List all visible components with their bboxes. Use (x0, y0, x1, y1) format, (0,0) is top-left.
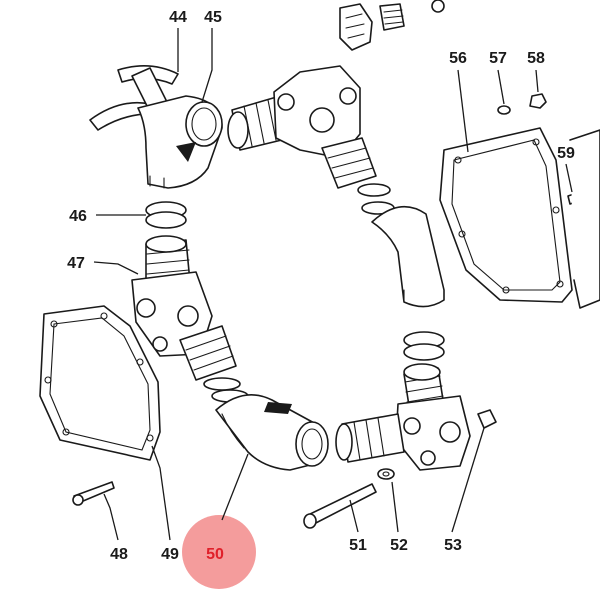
top-valve-fragment (339, 0, 445, 51)
gasket-56 (439, 127, 573, 303)
callout-58[interactable]: 58 (527, 50, 545, 67)
callout-50-highlight[interactable] (182, 515, 256, 589)
callout-49[interactable]: 49 (161, 546, 179, 563)
bolt-48 (72, 481, 115, 506)
callout-48[interactable]: 48 (110, 546, 128, 563)
washer-57 (497, 105, 511, 115)
elbow-pipe-50[interactable] (215, 394, 329, 471)
callout-53[interactable]: 53 (444, 537, 462, 554)
bolt-51 (303, 483, 377, 529)
callout-44[interactable]: 44 (169, 9, 187, 26)
washer-52 (377, 468, 395, 480)
motor-edge-fragment (569, 129, 600, 309)
callout-46[interactable]: 46 (69, 208, 87, 225)
callout-56[interactable]: 56 (449, 50, 467, 67)
gasket-49 (39, 305, 161, 461)
callout-labels: 44 45 46 47 48 49 50 51 52 53 56 57 58 5… (67, 9, 575, 563)
o-ring-46 (145, 201, 187, 229)
leader-lines (93, 28, 573, 541)
screw-53 (477, 409, 497, 429)
callout-51[interactable]: 51 (349, 537, 367, 554)
lower-right-pump-body (335, 363, 471, 471)
o-rings-right (357, 183, 445, 361)
nut-58 (529, 93, 547, 109)
right-connecting-pipe (371, 205, 445, 308)
callout-52[interactable]: 52 (390, 537, 408, 554)
callout-47[interactable]: 47 (67, 255, 85, 272)
elbow-with-handle (89, 65, 223, 189)
callout-59[interactable]: 59 (557, 145, 575, 162)
callout-50[interactable]: 50 (206, 546, 224, 563)
upper-pump-body (227, 65, 377, 189)
callout-45[interactable]: 45 (204, 9, 222, 26)
callout-57[interactable]: 57 (489, 50, 507, 67)
lower-left-pump-body (131, 235, 237, 381)
